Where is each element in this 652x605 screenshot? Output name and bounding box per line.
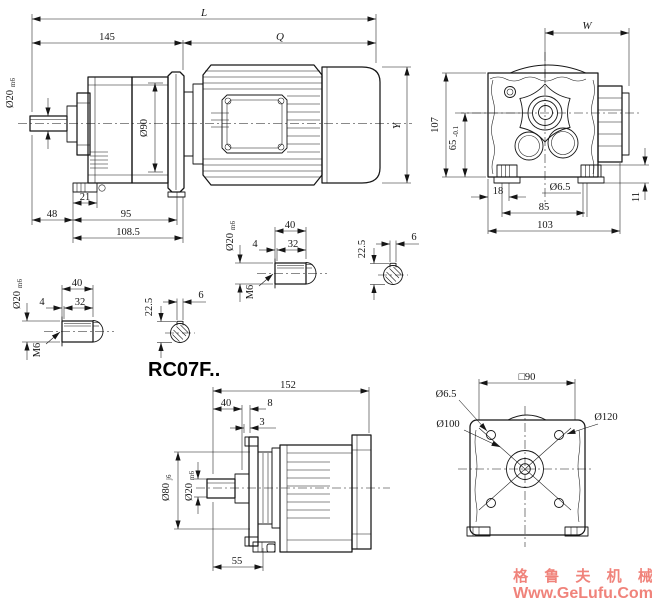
dim-shaft-fit: m6: [188, 471, 196, 480]
dim-40: 40: [285, 220, 296, 231]
dim-6: 6: [198, 290, 203, 301]
dim-48: 48: [47, 209, 58, 220]
dim-18: 18: [493, 186, 504, 197]
dim-shaft-fit: m6: [9, 78, 17, 87]
shaft-detail-b: 40 4 32 M6 Ø20 m6 22.5 6: [225, 220, 419, 302]
dim-11: 11: [631, 192, 642, 202]
dim-108-5: 108.5: [116, 227, 140, 238]
thread-label: M6: [245, 285, 256, 300]
dim-40: 40: [72, 278, 83, 289]
watermark-brand-cn: 格 鲁 夫 机 械: [513, 567, 652, 585]
dim-shaft-dia: Ø20: [225, 233, 236, 251]
output-flange: [248, 436, 259, 547]
dim-65: 65: [448, 140, 459, 151]
fan-cover: [321, 66, 381, 184]
dim-145: 145: [99, 32, 115, 43]
dim-spigot-fit: j6: [165, 474, 173, 481]
dim-L: L: [200, 7, 207, 19]
dim-square-90: □90: [519, 372, 536, 383]
dim-3: 3: [259, 417, 264, 428]
dim-shaft-dia: Ø20: [184, 483, 195, 501]
dim-Q: Q: [276, 31, 284, 43]
bolt-hole: [554, 430, 564, 440]
dim-corner-120: Ø120: [594, 412, 617, 423]
dim-Y: Y: [391, 121, 403, 129]
dim-housing-dia: Ø90: [139, 119, 150, 137]
view-side-foot-mounted: L 145 Q Y Ø20 m6 Ø90 21 48 95 108.5: [5, 7, 412, 243]
dim-shaft-fit: m6: [229, 221, 237, 230]
dim-foot-hole: Ø6.5: [550, 182, 571, 193]
view-flange-end: □90 Ø6.5 Ø100 Ø120: [436, 372, 618, 547]
bolt-hole: [486, 498, 496, 508]
dim-6: 6: [411, 232, 416, 243]
bolt-hole: [554, 498, 564, 508]
dim-22-5: 22.5: [144, 298, 155, 316]
dim-8: 8: [267, 398, 272, 409]
motor-nameplate: [221, 94, 288, 154]
dim-21: 21: [80, 192, 91, 203]
dim-152: 152: [280, 380, 296, 391]
thread-label: M6: [32, 343, 43, 358]
dim-107: 107: [430, 117, 441, 133]
dim-22-5: 22.5: [357, 240, 368, 258]
motor-flange: [167, 71, 185, 193]
dim-65-tol: -0.1: [452, 125, 460, 137]
rear-plate: [351, 434, 372, 550]
dim-40: 40: [221, 398, 232, 409]
view-end: W 107 65 -0.1 18 Ø6.5 85 103 11: [430, 20, 649, 234]
dim-4: 4: [39, 297, 45, 308]
dim-hole-6-5: Ø6.5: [436, 389, 457, 400]
watermark: 格 鲁 夫 机 械 Www.GeLufu.Com: [513, 567, 652, 602]
dim-spigot-dia: Ø80: [161, 483, 172, 501]
flange-square: [469, 419, 586, 536]
bolt-hole: [486, 430, 496, 440]
dim-32: 32: [288, 239, 299, 250]
shaft-detail-a: 40 4 32 M6 Ø20 m6 22.5 6: [12, 278, 206, 360]
dim-103: 103: [537, 220, 553, 231]
dim-bolt-circle-100: Ø100: [436, 419, 459, 430]
gearbox-housing: [87, 76, 133, 184]
dim-95: 95: [121, 209, 132, 220]
dim-32: 32: [75, 297, 86, 308]
dim-55: 55: [232, 556, 243, 567]
view-side-flange-mounted: 152 40 8 3 Ø80 j6 Ø20 m6 55: [161, 380, 390, 571]
output-shaft: [206, 478, 236, 499]
oil-plug: [504, 86, 516, 98]
center-boss: [506, 450, 544, 488]
dim-shaft-dia: Ø20: [5, 90, 16, 108]
dim-85: 85: [539, 202, 550, 213]
model-label: RC07F..: [148, 359, 220, 381]
input-boss: [519, 83, 571, 143]
watermark-url: Www.GeLufu.Com: [513, 585, 652, 602]
dim-4: 4: [252, 239, 258, 250]
dim-W: W: [582, 20, 592, 32]
gear-housing: [279, 444, 353, 553]
input-adapter: [597, 85, 623, 163]
dim-shaft-dia: Ø20: [12, 291, 23, 309]
dim-shaft-fit: m6: [16, 279, 24, 288]
